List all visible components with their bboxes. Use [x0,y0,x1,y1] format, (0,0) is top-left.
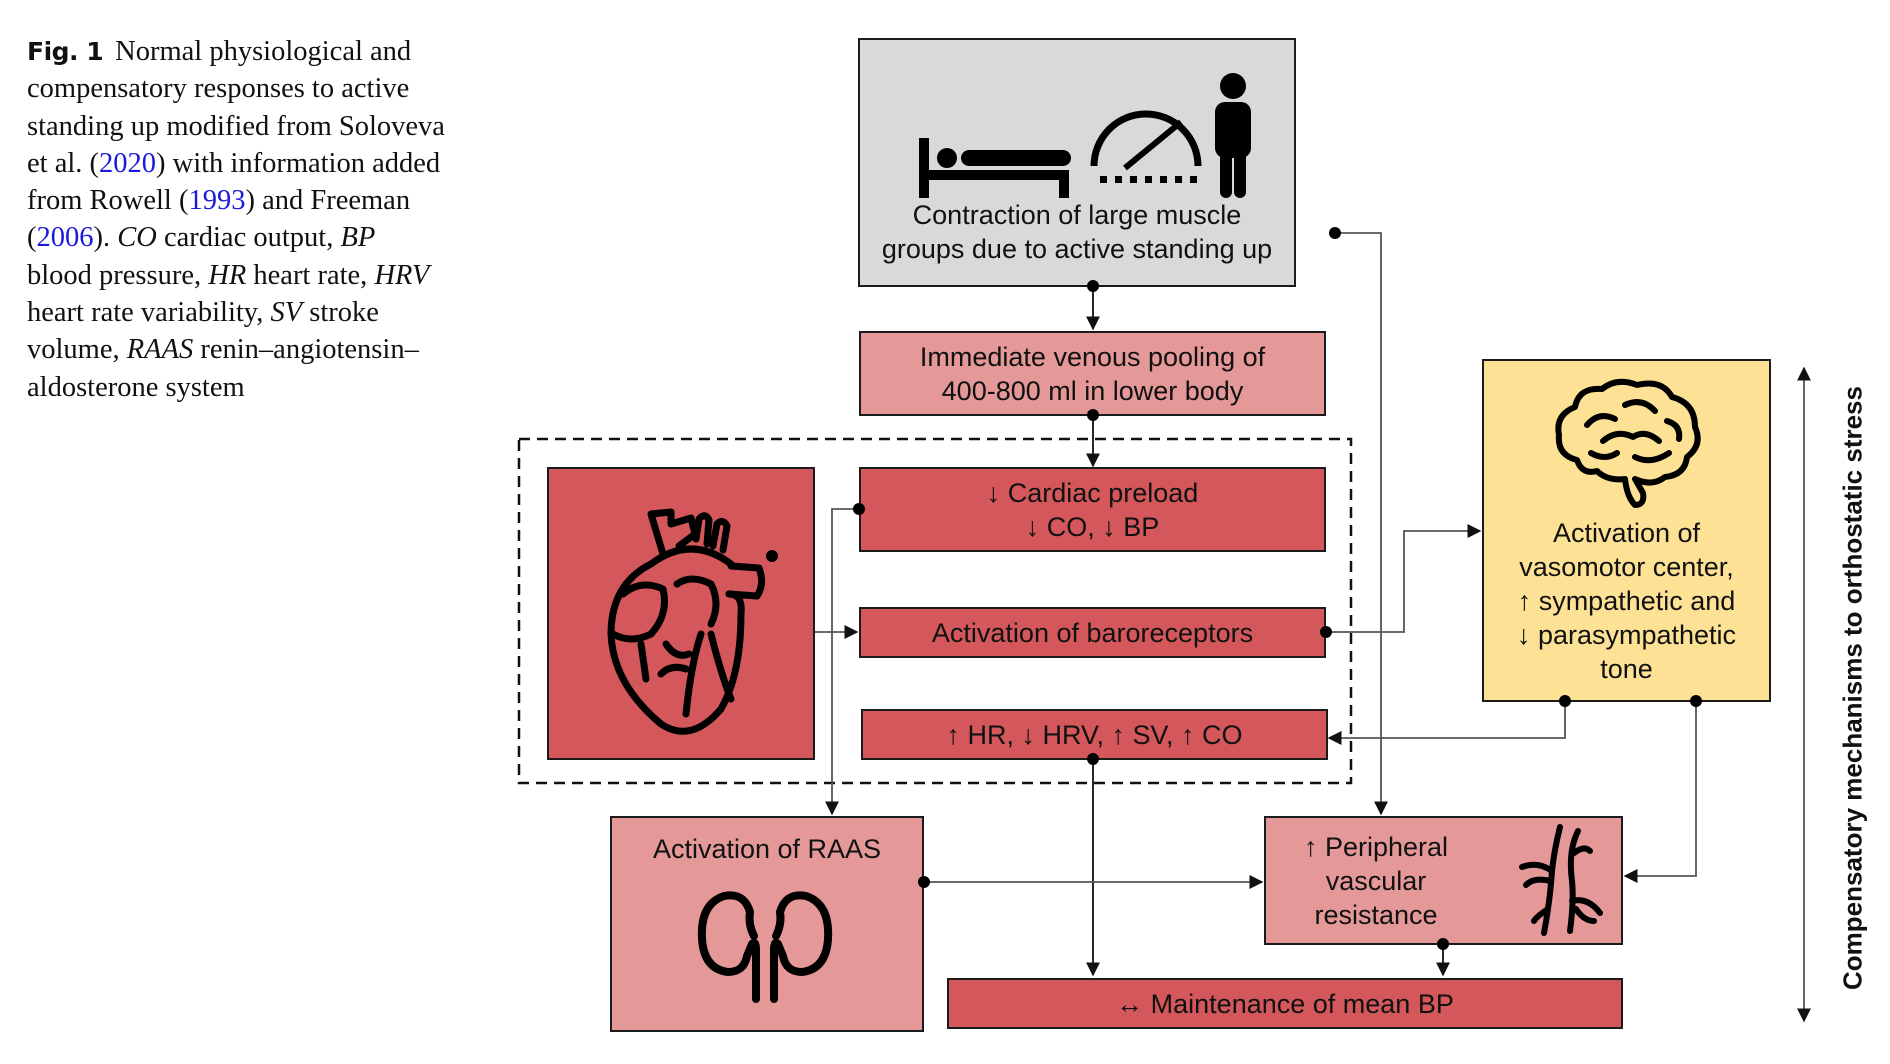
pvr-line: resistance [1314,899,1438,930]
caption-text: heart rate variability, [27,297,271,329]
brain-icon [1554,378,1701,508]
arrow-preload-to-raas [825,508,858,816]
vasomotor-line: Activation of [1552,518,1701,548]
node-mean-bp-label: ↔ Maintenance of mean BP [1116,988,1454,1019]
caption-text: heart rate, [246,259,375,291]
node-baroreceptors: Activation of baroreceptors [859,607,1326,658]
node-hr-response: ↑ HR, ↓ HRV, ↑ SV, ↑ CO [861,709,1328,760]
node-venous-pooling-line2: 400-800 ml in lower body [941,375,1244,406]
node-active-standing: Contraction of large muscle groups due t… [858,38,1296,287]
side-axis-label: Compensatory mechanisms to orthostatic s… [1837,386,1868,990]
node-active-standing-line1: Contraction of large muscle [912,200,1242,230]
node-venous-pooling-line1: Immediate venous pooling of [919,341,1266,372]
node-venous-pooling: Immediate venous pooling of 400-800 ml i… [859,331,1326,416]
node-maintenance-mean-bp: ↔ Maintenance of mean BP [947,978,1623,1029]
node-vasomotor-center: Activation of vasomotor center, ↑ sympat… [1482,359,1771,702]
vasomotor-line: tone [1600,654,1653,684]
figure-label: Fig. 1 [27,37,104,66]
caption-body: Normal physiological and compensatory re… [27,36,445,403]
vasomotor-line: ↑ sympathetic and [1517,586,1736,616]
cardiac-group-dashed-border [517,437,1353,785]
node-active-standing-line2: groups due to active standing up [881,234,1273,264]
abbreviation: SV [270,297,303,329]
caption-text: ) with information added from Rowell ( [27,147,441,217]
caption-text: Normal physiological and compensatory re… [27,36,445,179]
arrow-vasomotor-to-pvr [1623,701,1697,883]
abbreviation: RAAS [126,334,194,366]
arrow-vasomotor-to-hr [1327,701,1566,745]
caption-text: renin–angiotensin–aldosterone system [27,334,419,403]
node-heart-image [547,467,815,760]
speedometer-icon [1090,110,1202,171]
abbreviation: HR [208,259,247,291]
abbreviation: BP [340,222,376,254]
vasomotor-line: ↓ parasympathetic [1516,620,1737,650]
citation-link[interactable]: 1993 [188,185,246,217]
node-baroreceptors-label: Activation of baroreceptors [931,617,1254,648]
arrow-baroreceptors-to-vasomotor [1326,524,1482,633]
bed-lying-person-icon [919,138,1071,198]
standing-icons [919,73,1251,198]
node-cardiac-preload-line1: ↓ Cardiac preload [986,477,1199,508]
heart-icon [607,508,766,735]
node-cardiac-preload-line2: ↓ CO, ↓ BP [1025,511,1160,542]
abbreviation: HRV [374,259,430,291]
node-cardiac-preload: ↓ Cardiac preload ↓ CO, ↓ BP [859,467,1326,552]
standing-person-icon [1215,73,1251,198]
caption-text: ). [93,222,118,254]
citation-link[interactable]: 2020 [99,147,157,179]
node-peripheral-resistance: ↑ Peripheral vascular resistance [1264,816,1623,945]
node-raas: Activation of RAAS [610,816,924,1032]
pvr-line: ↑ Peripheral [1303,831,1449,862]
node-raas-label: Activation of RAAS [652,834,882,864]
speedometer-ticks [1100,176,1197,183]
node-hr-response-label: ↑ HR, ↓ HRV, ↑ SV, ↑ CO [946,719,1243,750]
citation-link[interactable]: 2006 [36,222,94,254]
caption-text: cardiac output, [156,222,341,254]
abbreviation: CO [117,222,157,254]
kidneys-icon [697,891,833,1003]
blood-vessel-icon [1519,823,1603,936]
pvr-line: vascular [1325,865,1427,896]
node-pvr-text: ↑ Peripheral vascular resistance [1266,830,1486,932]
node-vasomotor-text: Activation of vasomotor center, ↑ sympat… [1517,516,1736,686]
arrow-standing-to-pvr [1335,232,1388,816]
caption-text: blood pressure, [27,259,209,291]
caption-text: stroke volume, [27,297,379,366]
vasomotor-line: vasomotor center, [1519,552,1734,582]
caption-text: ) and Freeman ( [27,185,411,254]
